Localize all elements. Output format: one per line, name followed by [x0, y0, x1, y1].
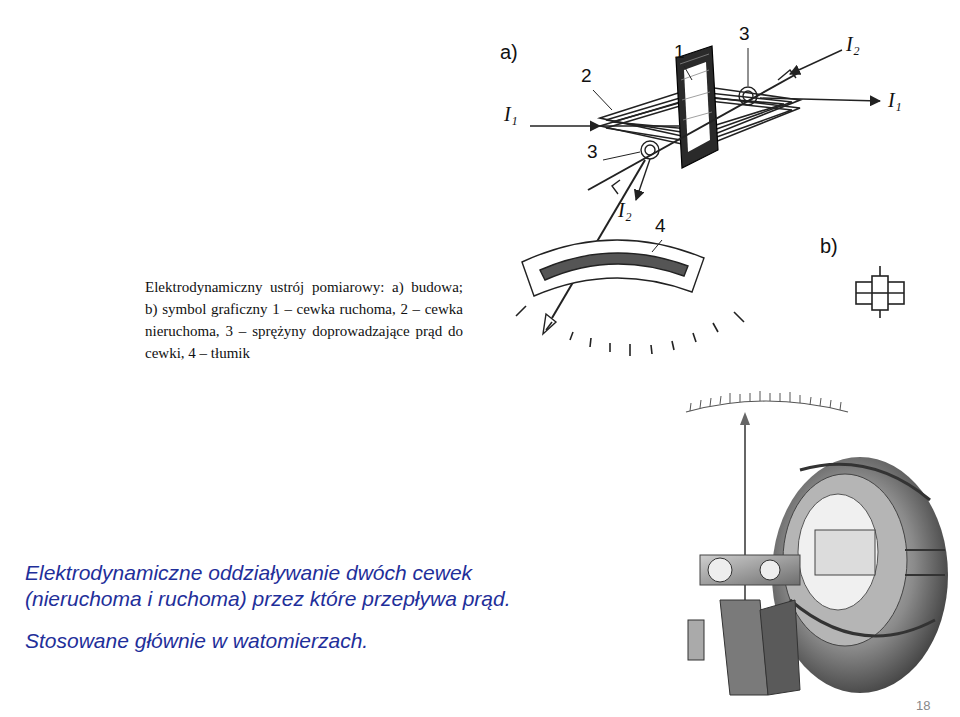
part-letter: b) [820, 234, 838, 259]
moving-coil [676, 46, 718, 168]
description-text: Stosowane głównie w watomierzach. [25, 628, 585, 654]
callout-number: 1 [674, 40, 685, 64]
current-name: I₂ [618, 198, 632, 223]
callout-number: 4 [655, 214, 666, 238]
part-letter: a) [500, 40, 518, 65]
callout-number: 2 [581, 64, 592, 88]
callout-number: 3 [587, 140, 598, 164]
description-text: Elektrodynamiczne oddziaływanie dwóch ce… [25, 560, 585, 613]
page-number: 18 [916, 698, 930, 714]
current-lead [530, 50, 880, 200]
electrodynamic-symbol [856, 266, 904, 318]
spring [612, 70, 796, 194]
current-name: I₁ [504, 102, 518, 127]
current-name: I₁ [888, 88, 902, 113]
callout-number: 3 [739, 22, 750, 46]
scale-ticks [516, 306, 744, 356]
current-name: I₂ [846, 32, 860, 57]
shaft [588, 72, 800, 190]
wattmeter-photo [686, 391, 948, 695]
leader-line [593, 48, 748, 252]
damper [522, 240, 704, 296]
figure-caption: Elektrodynamiczny ustrój pomiarowy: a) b… [145, 276, 463, 364]
